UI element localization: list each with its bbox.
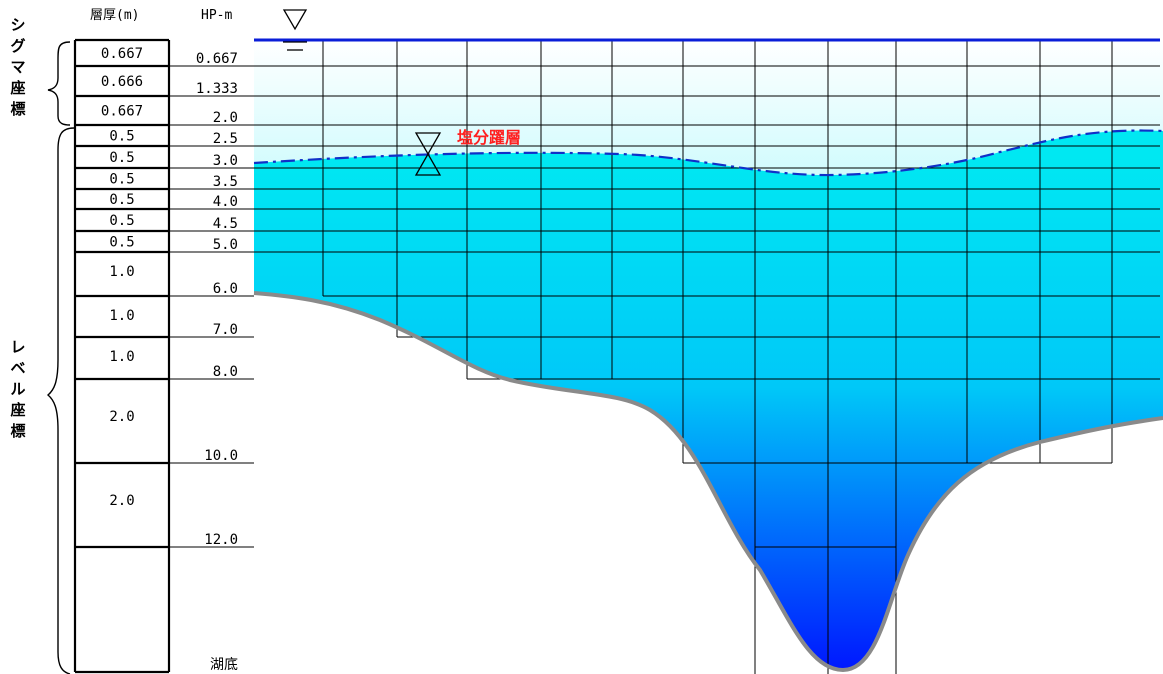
- vertical-label-char: ル: [10, 380, 25, 398]
- vertical-label-char: シ: [10, 16, 25, 34]
- lake-bed-line: [253, 291, 1163, 673]
- halocline-marker-icon: [414, 132, 442, 176]
- layer-thickness: 2.0: [109, 493, 134, 509]
- vertical-label-char: 標: [10, 422, 25, 440]
- vertical-label-char: マ: [10, 58, 25, 76]
- layer-depth: 3.5: [213, 174, 238, 190]
- layer-depth: 7.0: [213, 322, 238, 338]
- layer-depth: 10.0: [204, 448, 238, 464]
- layer-thickness: 0.5: [109, 129, 134, 145]
- layer-thickness: 1.0: [109, 308, 134, 324]
- layer-thickness: 0.5: [109, 150, 134, 166]
- model-grid: [254, 40, 1160, 674]
- layer-depth: 0.667: [196, 51, 238, 67]
- layer-depth: 12.0: [204, 532, 238, 548]
- layer-table: 0.667 0.667 0.666 1.333 0.667 2.0 0.5 2.5 0.5 3.0…: [73, 38, 254, 674]
- layer-depth: 3.0: [213, 153, 238, 169]
- sigma-brace: [47, 41, 71, 126]
- vertical-label-char: 座: [9, 79, 25, 97]
- layer-thickness: 1.0: [109, 264, 134, 280]
- water-surface-icon: [282, 9, 308, 51]
- layer-depth: 5.0: [213, 237, 238, 253]
- vertical-label-char: グ: [10, 37, 25, 55]
- layer-depth: 1.333: [196, 81, 238, 97]
- layer-thickness: 0.5: [109, 213, 134, 229]
- layer-thickness: 0.5: [109, 192, 134, 208]
- layer-depth: 4.0: [213, 194, 238, 210]
- level-header: HP-m: [201, 8, 232, 23]
- halocline-line: [253, 129, 1163, 177]
- vertical-label-char: 標: [10, 100, 25, 118]
- water-body: [254, 40, 1163, 670]
- layer-depth: 2.5: [213, 131, 238, 147]
- layer-thickness: 2.0: [109, 409, 134, 425]
- layer-thickness: 0.5: [109, 172, 134, 188]
- vertical-label-char: ベ: [10, 359, 25, 377]
- vertical-label-char: レ: [10, 338, 25, 356]
- layer-depth: 6.0: [213, 281, 238, 297]
- layer-thickness: 0.666: [101, 74, 143, 90]
- layer-thickness: 0.667: [101, 46, 143, 62]
- layer-depth: 4.5: [213, 216, 238, 232]
- halocline-label: 塩分躍層: [457, 128, 521, 147]
- layer-depth: 湖底: [210, 657, 238, 673]
- upper-layer-fill: [254, 40, 1163, 176]
- level-brace: [46, 127, 75, 674]
- thickness-header: 層厚(m): [90, 8, 139, 23]
- layer-thickness: 0.5: [109, 235, 134, 251]
- layer-thickness: 0.667: [101, 104, 143, 120]
- layer-thickness: 1.0: [109, 349, 134, 365]
- layer-depth: 8.0: [213, 364, 238, 380]
- layer-depth: 2.0: [213, 110, 238, 126]
- vertical-label-char: 座: [9, 401, 25, 419]
